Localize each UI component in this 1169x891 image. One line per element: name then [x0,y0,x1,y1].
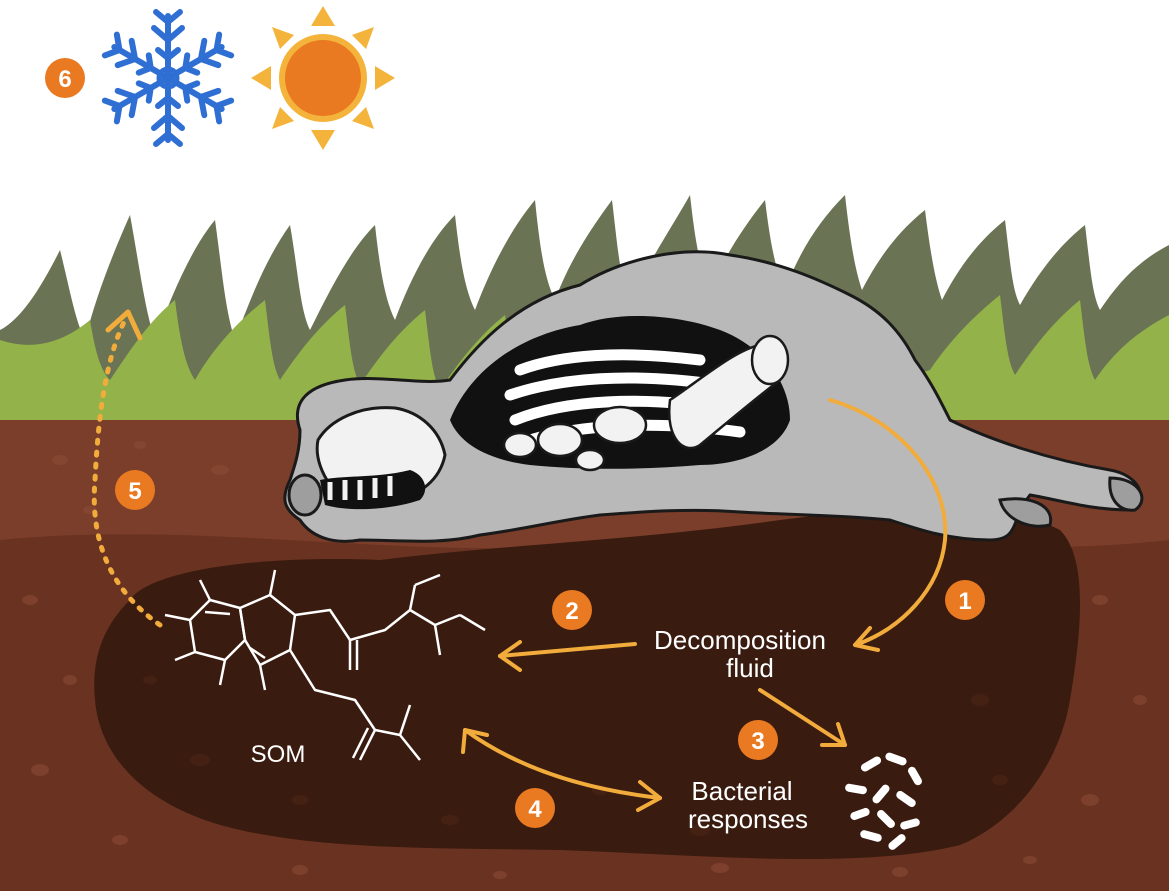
decomposition-fluid-label-line2: fluid [726,653,774,683]
svg-text:2: 2 [565,598,578,625]
badge-3: 3 [738,720,778,760]
badge-6: 6 [45,58,85,98]
svg-text:5: 5 [128,478,141,505]
badge-1: 1 [945,580,985,620]
svg-text:1: 1 [958,588,971,615]
decomposition-fluid-label-line1: Decomposition [654,625,826,655]
svg-text:6: 6 [58,66,71,93]
badge-2: 2 [552,590,592,630]
svg-text:4: 4 [528,796,542,823]
badge-4: 4 [515,788,555,828]
svg-text:3: 3 [751,728,764,755]
sun-icon [251,6,395,150]
badge-5: 5 [115,470,155,510]
som-label: SOM [251,741,306,768]
bacterial-responses-label-line2: responses [688,804,808,834]
bacterial-responses-label-line1: Bacterial [691,776,792,806]
snowflake-icon [104,12,232,144]
